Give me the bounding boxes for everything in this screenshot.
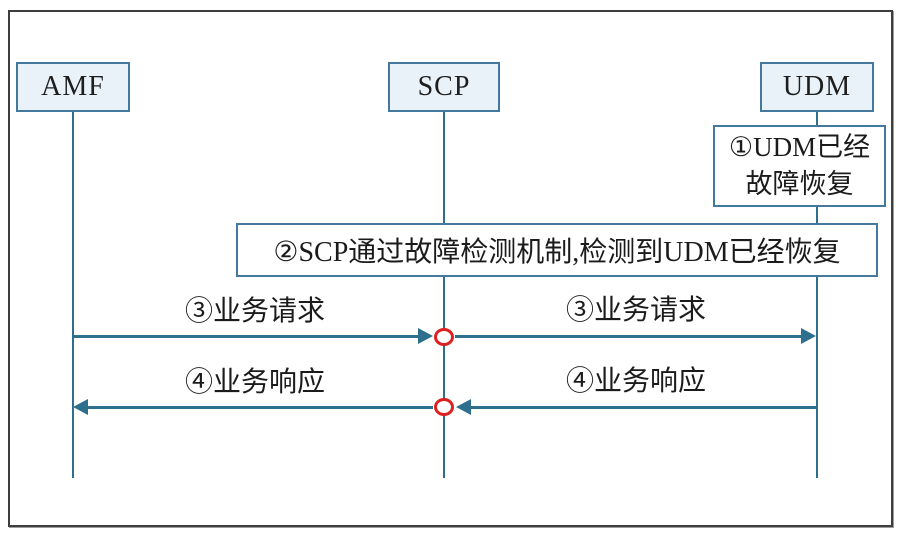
message-line-service-response-udm-scp [471, 406, 817, 409]
message-line-service-request-amf-scp [73, 335, 420, 338]
message-line-service-response-scp-amf [88, 406, 433, 409]
actor-box-udm: UDM [760, 62, 874, 112]
arrowhead-right-at-scp [418, 328, 433, 344]
arrowhead-left-at-amf [73, 399, 88, 415]
note-udm-recovered: ①UDM已经 故障恢复 [713, 125, 886, 207]
note-scp-detects-recovery: ②SCP通过故障检测机制,检测到UDM已经恢复 [236, 223, 878, 277]
message-line-service-request-scp-udm [455, 335, 802, 338]
actor-label-amf: AMF [41, 71, 105, 102]
amf-lifeline [72, 112, 74, 478]
arrowhead-left-at-scp [456, 399, 471, 415]
note-scp-detects-recovery-text: ②SCP通过故障检测机制,检测到UDM已经恢复 [273, 237, 841, 268]
note-udm-recovered-line2: 故障恢复 [745, 169, 854, 199]
scp-junction-circle-response [434, 398, 454, 416]
message-label-service-request-left: ③业务请求 [184, 296, 326, 327]
arrowhead-right-at-udm [801, 328, 816, 344]
note-udm-recovered-line1: ①UDM已经 [728, 132, 871, 162]
scp-junction-circle-request [434, 328, 454, 346]
udm-lifeline [816, 112, 818, 478]
actor-box-scp: SCP [388, 62, 500, 112]
actor-label-udm: UDM [782, 71, 852, 102]
actor-box-amf: AMF [16, 62, 130, 112]
scp-lifeline [443, 112, 445, 478]
message-label-service-response-left: ④业务响应 [184, 367, 326, 398]
message-label-service-response-right: ④业务响应 [565, 366, 707, 397]
message-label-service-request-right: ③业务请求 [565, 295, 707, 326]
actor-label-scp: SCP [417, 71, 471, 102]
